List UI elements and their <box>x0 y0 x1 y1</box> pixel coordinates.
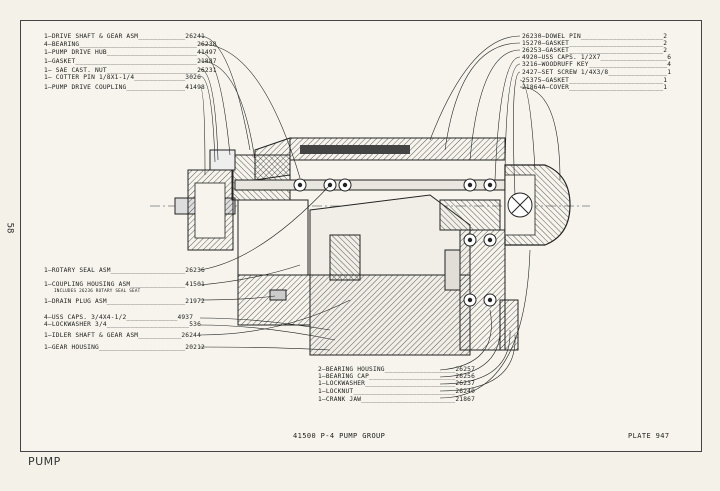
part-label: 4–BEARING______________________________2… <box>44 41 217 48</box>
part-label: 1–COUPLING HOUSING ASM______________4150… <box>44 281 205 288</box>
part-label: 1–GEAR HOUSING______________________2021… <box>44 344 205 351</box>
part-label: 1– COTTER PIN 1/8X1-1/4_____________3026 <box>44 74 202 81</box>
part-label: 1–CRANK JAW________________________21867 <box>318 396 476 403</box>
part-label: 21864A–COVER________________________1 <box>522 84 668 91</box>
plate-number: PLATE 947 <box>628 432 670 440</box>
part-label: 4–LOCKWASHER 3/4_____________________536 <box>44 321 202 328</box>
figure-caption: 41500 P-4 PUMP GROUP <box>293 432 386 440</box>
page-number: 58 <box>4 222 15 234</box>
part-label: 1–PUMP DRIVE COUPLING_______________4149… <box>44 84 205 91</box>
leader-lines <box>199 35 561 399</box>
part-label: 4–USS CAPS. 3/4X4-1/2_____________4937 <box>44 314 194 321</box>
part-label: 1–IDLER SHAFT & GEAR ASM___________26244 <box>44 332 202 339</box>
part-sublabel: INCLUDES 26236 ROTARY SEAL SEAT <box>54 289 141 294</box>
part-label: 26230–DOWEL PIN_____________________2 <box>522 33 668 40</box>
part-label: 15270–GASKET________________________2 <box>522 40 668 47</box>
part-label: 1–GASKET_______________________________2… <box>44 58 217 65</box>
part-label: 26253–GASKET________________________2 <box>522 47 668 54</box>
part-label: 1–DRIVE SHAFT & GEAR ASM____________2624… <box>44 33 205 40</box>
part-label: 2427–SET SCREW 1/4X3/8_______________1 <box>522 69 672 76</box>
part-label: 1–DRAIN PLUG ASM____________________2197… <box>44 298 205 305</box>
part-label: 4920–USS CAPS. 1/2X7_________________6 <box>522 54 672 61</box>
part-label: 1–LOCKWASHER_______________________26237 <box>318 380 476 387</box>
drain-plug <box>269 289 287 301</box>
part-label: 1–PUMP DRIVE HUB_______________________4… <box>44 49 217 56</box>
section-title: PUMP <box>28 455 61 468</box>
part-label: 1–LOCKNUT__________________________26240 <box>318 388 476 395</box>
part-label: 3216–WOODRUFF KEY____________________4 <box>522 61 672 68</box>
part-label: 1–ROTARY SEAL ASM___________________2623… <box>44 267 205 274</box>
part-label: 25375–GASKET________________________1 <box>522 77 668 84</box>
part-label: 1– SAE CAST. NUT_______________________2… <box>44 67 217 74</box>
part-label: 1–BEARING CAP______________________26256 <box>318 373 476 380</box>
part-label: 2–BEARING HOUSING__________________26257 <box>318 366 476 373</box>
